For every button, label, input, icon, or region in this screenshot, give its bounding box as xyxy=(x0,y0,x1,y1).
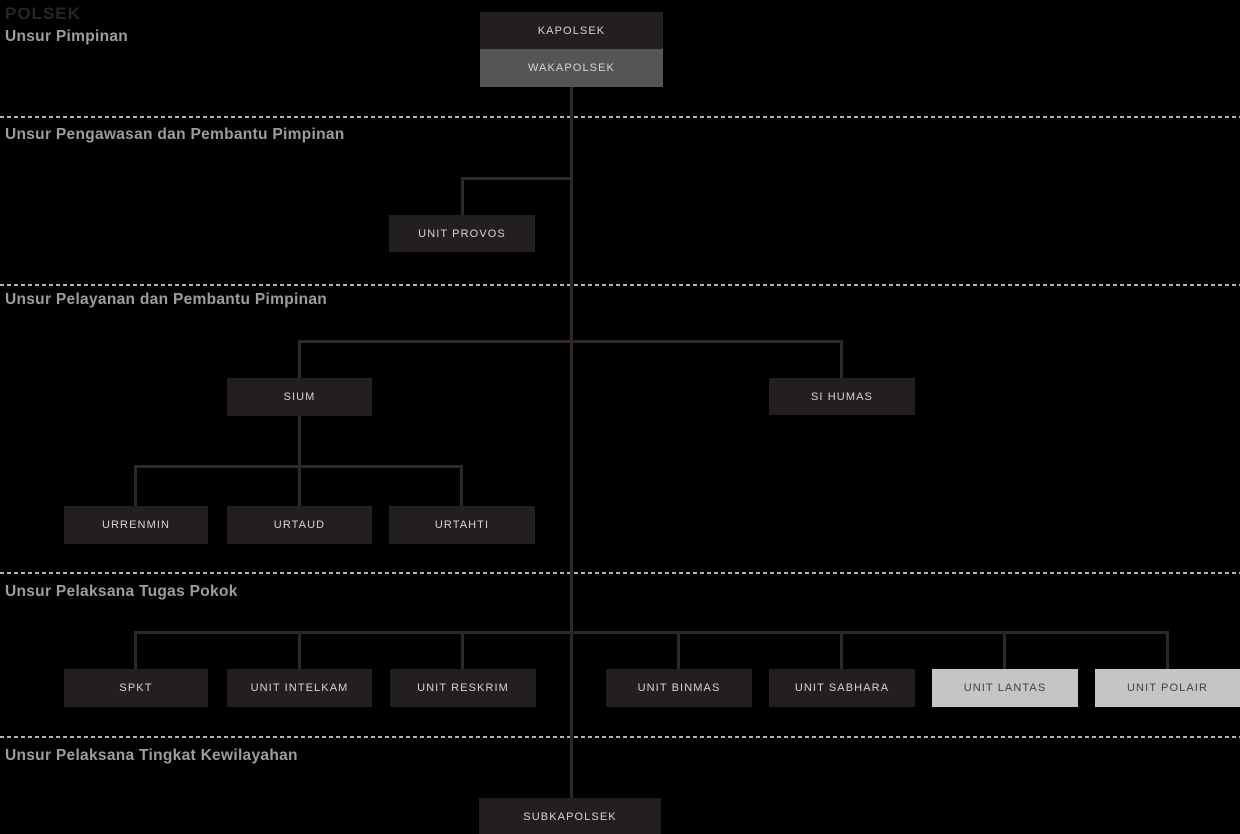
connector-provos-v xyxy=(461,177,464,215)
section-label-unsur-pengawasan: Unsur Pengawasan dan Pembantu Pimpinan xyxy=(5,126,345,143)
node-si-humas: SI HUMAS xyxy=(769,378,915,415)
section-label-unsur-pimpinan: Unsur Pimpinan xyxy=(5,28,129,45)
node-unit-polair: UNIT POLAIR xyxy=(1095,669,1240,707)
connector-trunk xyxy=(570,86,573,798)
node-kapolsek: KAPOLSEK xyxy=(480,12,663,49)
connector-tugas-pokok-h xyxy=(134,631,1169,634)
connector-lantas-v xyxy=(1003,631,1006,669)
node-unit-provos: UNIT PROVOS xyxy=(389,215,535,252)
section-label-unsur-pelaksana-tugas: Unsur Pelaksana Tugas Pokok xyxy=(5,583,238,600)
connector-pelayanan-h xyxy=(298,340,843,343)
connector-urtaud-v xyxy=(298,465,301,506)
connector-binmas-v xyxy=(677,631,680,669)
node-unit-intelkam: UNIT INTELKAM xyxy=(227,669,372,707)
node-unit-lantas: UNIT LANTAS xyxy=(932,669,1078,707)
connector-polair-v xyxy=(1166,631,1169,669)
connector-sium-down xyxy=(298,416,301,468)
section-divider xyxy=(0,572,1240,574)
connector-intelkam-v xyxy=(298,631,301,669)
section-label-unsur-kewilayahan: Unsur Pelaksana Tingkat Kewilayahan xyxy=(5,747,298,764)
node-subkapolsek: SUBKAPOLSEK xyxy=(479,798,661,834)
node-spkt: SPKT xyxy=(64,669,208,707)
node-unit-sabhara: UNIT SABHARA xyxy=(769,669,915,707)
connector-provos-h xyxy=(461,177,571,180)
section-label-unsur-pelayanan: Unsur Pelayanan dan Pembantu Pimpinan xyxy=(5,291,328,308)
section-divider xyxy=(0,116,1240,118)
connector-reskrim-v xyxy=(461,631,464,669)
section-divider xyxy=(0,736,1240,738)
node-unit-reskrim: UNIT RESKRIM xyxy=(390,669,536,707)
node-unit-binmas: UNIT BINMAS xyxy=(606,669,752,707)
connector-urrenmin-v xyxy=(134,465,137,506)
connector-spkt-v xyxy=(134,631,137,669)
connector-urtahti-v xyxy=(460,465,463,506)
page-title: POLSEK xyxy=(5,4,81,23)
node-urtahti: URTAHTI xyxy=(389,506,535,544)
node-wakapolsek: WAKAPOLSEK xyxy=(480,49,663,87)
node-sium: SIUM xyxy=(227,378,372,416)
connector-sabhara-v xyxy=(840,631,843,669)
connector-sihumas-v xyxy=(840,340,843,378)
connector-sium-v xyxy=(298,340,301,378)
section-divider xyxy=(0,284,1240,286)
node-urrenmin: URRENMIN xyxy=(64,506,208,544)
node-urtaud: URTAUD xyxy=(227,506,372,544)
